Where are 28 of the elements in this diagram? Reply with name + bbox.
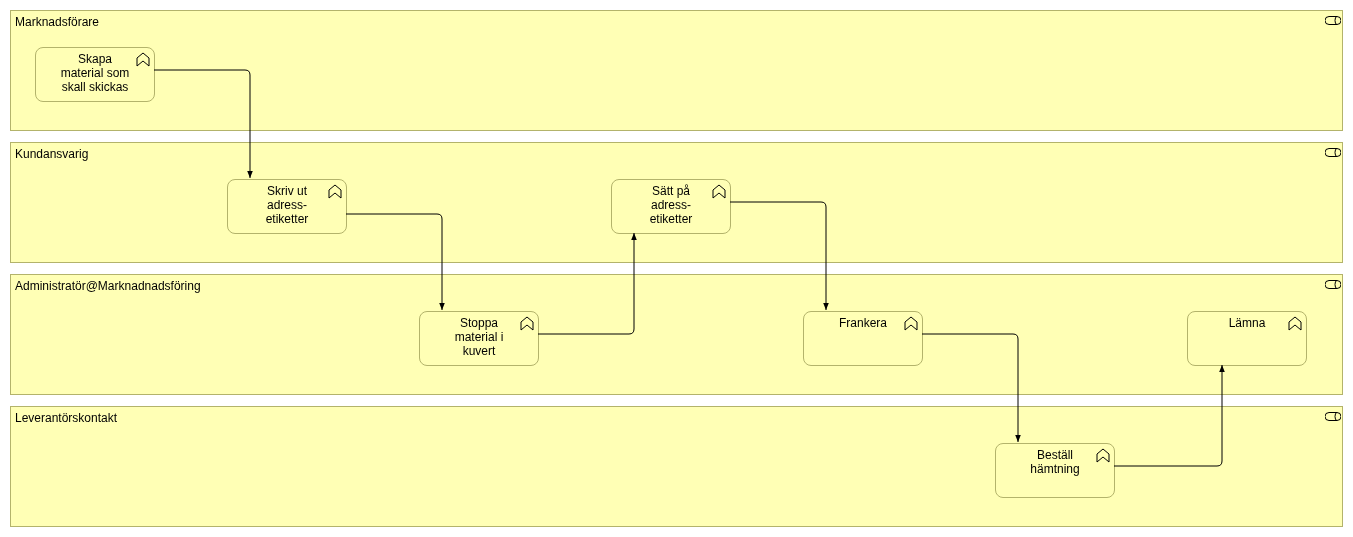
process-box	[803, 311, 923, 366]
process-box	[1187, 311, 1307, 366]
process-label: Sätt på adress-etiketter	[648, 184, 694, 226]
process-box	[611, 179, 731, 234]
process-box	[227, 179, 347, 234]
process-box	[35, 47, 155, 102]
swimlane	[10, 406, 1343, 527]
lane-title: Administratör@Marknadnadsföring	[15, 279, 201, 293]
process-label: Lämna	[1227, 316, 1267, 330]
lane-title: Marknadsförare	[15, 15, 100, 29]
process-label: Frankera	[838, 316, 888, 330]
process-label: Skriv ut adress-etiketter	[264, 184, 310, 226]
process-label: Beställ hämtning	[1029, 448, 1081, 476]
arrow	[921, 333, 1021, 443]
arrow	[729, 201, 829, 311]
swimlane	[10, 142, 1343, 263]
arrow	[153, 69, 253, 179]
process-label: Stoppa material i kuvert	[453, 316, 505, 358]
arrow	[1113, 364, 1225, 467]
swimlane	[10, 274, 1343, 395]
lane-title: Kundansvarig	[15, 147, 89, 161]
swimlane	[10, 10, 1343, 131]
arrow	[537, 232, 637, 335]
process-box	[995, 443, 1115, 498]
process-box	[419, 311, 539, 366]
lane-title: Leverantörskontakt	[15, 411, 118, 425]
arrow	[345, 213, 445, 311]
process-label: Skapa material som skall skickas	[59, 52, 131, 94]
